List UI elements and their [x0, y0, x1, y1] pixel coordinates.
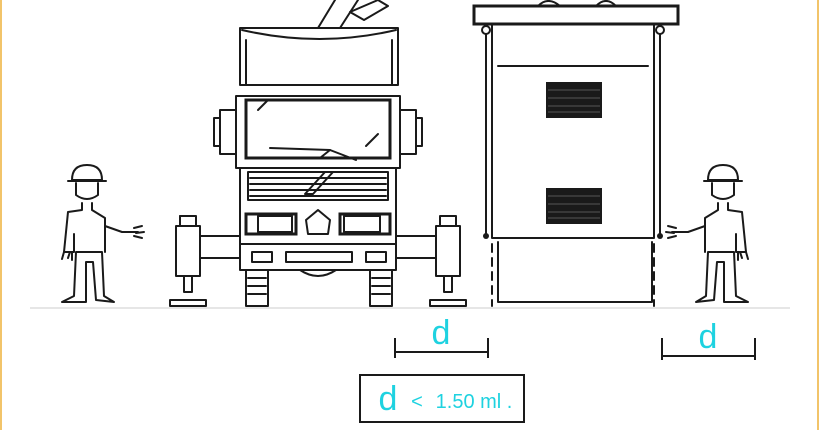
dimension-right: d [661, 318, 756, 360]
dimension-left-label: d [432, 314, 451, 352]
clearance-rule-box: d < 1.50 ml . [359, 374, 525, 423]
left-worker-figure [61, 164, 145, 303]
rule-symbol: d [379, 380, 398, 418]
vent-grille-lower [546, 188, 602, 224]
truck-front-view [169, 0, 467, 307]
dimension-left: d [394, 314, 489, 358]
right-worker-figure [665, 164, 749, 303]
dimension-right-label: d [699, 318, 718, 356]
vent-grille-upper [546, 82, 602, 118]
rule-value: 1.50 ml . [436, 391, 513, 413]
prefab-cabin [472, 0, 680, 307]
rule-operator: < [411, 391, 423, 413]
